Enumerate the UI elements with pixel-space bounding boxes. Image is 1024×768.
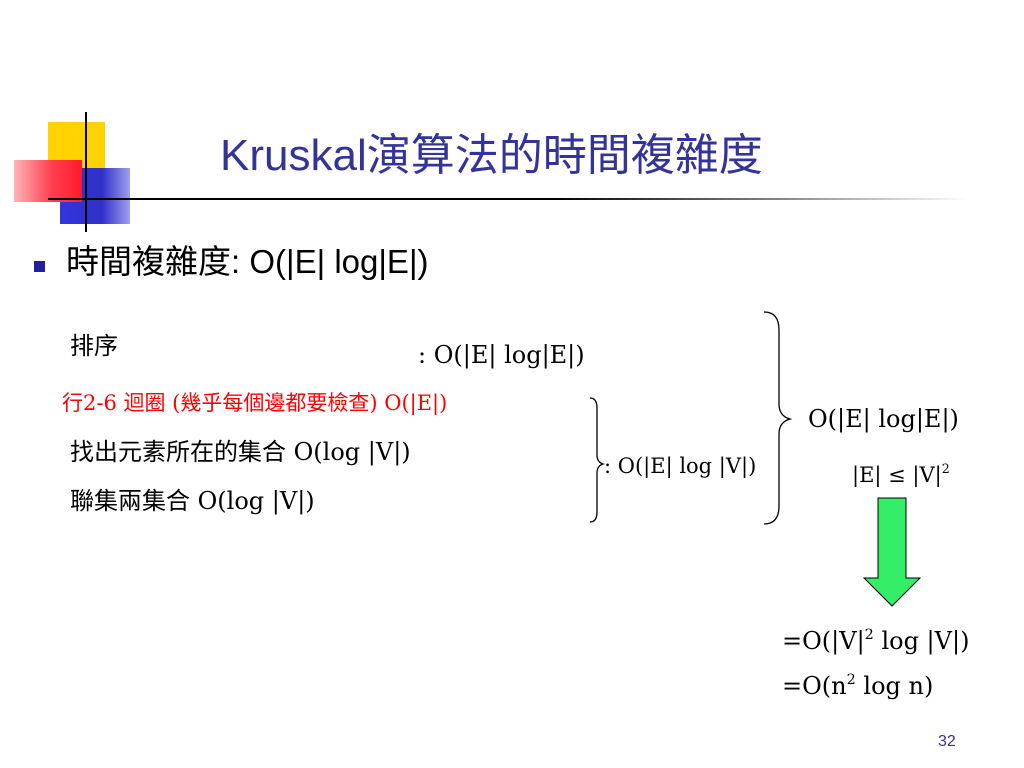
union-set-line: 聯集兩集合 O(log |V|): [70, 487, 315, 515]
square-bullet-icon: [34, 261, 45, 272]
find-set-line: 找出元素所在的集合 O(log |V|): [70, 438, 411, 466]
bullet-complexity: 時間複雜度: O(|E| log|E|): [66, 243, 429, 280]
decor-square-red: [14, 160, 82, 202]
result1-base: =O(|V|: [782, 627, 865, 655]
outer-total: O(|E| log|E|): [808, 405, 959, 433]
relation-exponent: 2: [941, 461, 950, 477]
result-line-1: =O(|V|2 log |V|): [782, 625, 969, 657]
inner-total: : O(|E| log |V|): [604, 454, 757, 478]
title-underline: [48, 198, 968, 200]
loop-note: 行2-6 迴圈 (幾乎每個邊都要檢查) O(|E|): [62, 391, 448, 415]
inner-brace: [589, 397, 606, 523]
outer-brace: [763, 311, 793, 525]
decor-vertical-line: [85, 112, 87, 232]
sort-label: 排序: [70, 332, 118, 360]
result2-exponent: 2: [846, 671, 856, 688]
result1-exponent: 2: [864, 626, 874, 643]
result2-tail: log n): [855, 672, 934, 700]
result1-tail: log |V|): [873, 627, 970, 655]
relation-base: |E| ≤ |V|: [852, 463, 942, 487]
down-arrow-icon: [862, 497, 922, 607]
page-number: 32: [938, 733, 956, 750]
result2-base: =O(n: [782, 672, 847, 700]
result-line-2: =O(n2 log n): [782, 670, 933, 702]
slide-title: Kruskal演算法的時間複雜度: [220, 131, 763, 180]
edge-vertex-relation: |E| ≤ |V|2: [852, 461, 950, 489]
sort-complexity: : O(|E| log|E|): [418, 341, 585, 369]
